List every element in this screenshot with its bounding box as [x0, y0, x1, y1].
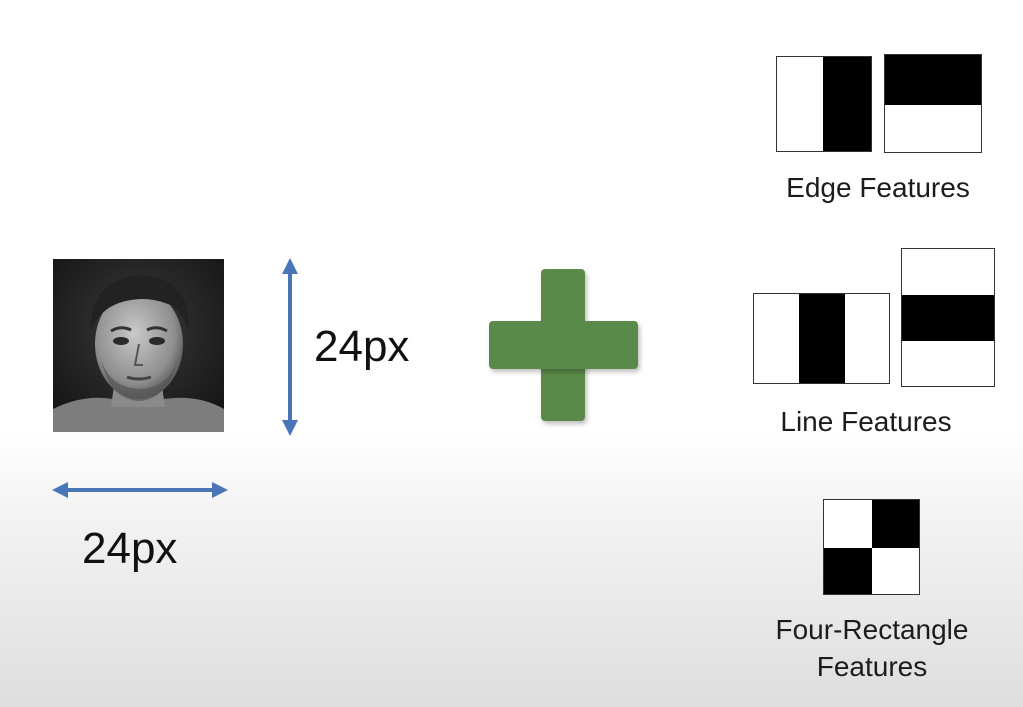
four-rectangle-feature [823, 499, 920, 595]
line-feature-horizontal [901, 248, 995, 387]
line-feature-vertical [753, 293, 890, 384]
vertical-arrow-icon [282, 258, 298, 436]
four-rectangle-features-label-line1: Four-Rectangle [775, 614, 969, 645]
plus-icon [489, 269, 638, 421]
edge-features-label: Edge Features [786, 172, 970, 203]
height-label: 24px [314, 322, 410, 371]
face-portrait-icon [53, 259, 224, 432]
line-features-label: Line Features [780, 406, 952, 437]
edge-feature-horizontal [884, 54, 982, 153]
four-rectangle-features-label-line2: Features [816, 651, 928, 682]
width-label: 24px [82, 524, 178, 573]
face-image [53, 259, 224, 432]
edge-feature-vertical [776, 56, 872, 152]
horizontal-arrow-icon [52, 482, 228, 498]
